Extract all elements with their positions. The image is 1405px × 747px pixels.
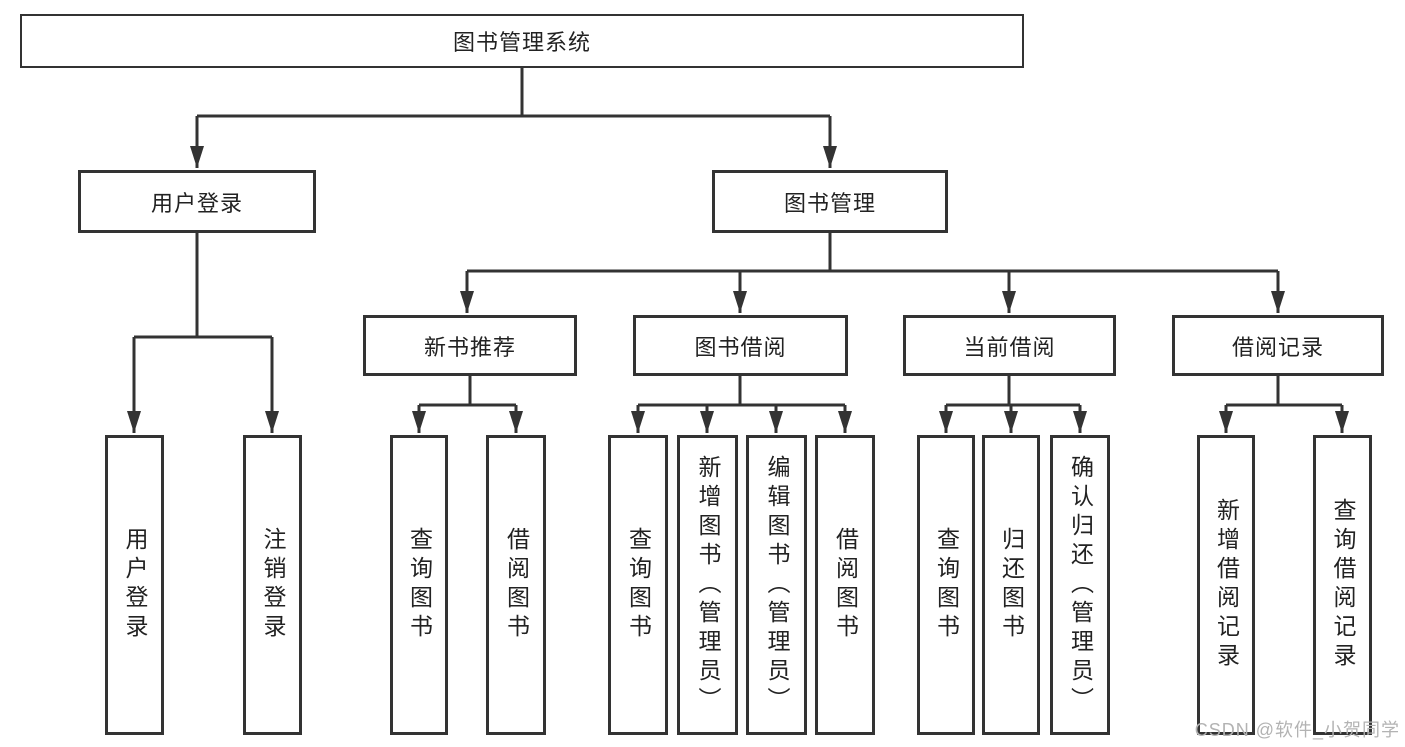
leaf-query-borrow-record: 查询借阅记录 <box>1313 435 1372 735</box>
node-book-borrowing: 图书借阅 <box>633 315 848 376</box>
node-borrowing-records-label: 借阅记录 <box>1231 334 1324 360</box>
connector-arrow-drops <box>127 116 1349 433</box>
node-new-book-recommend-label: 新书推荐 <box>423 334 516 360</box>
leaf-add-borrow-record-label: 新增借阅记录 <box>1213 498 1240 672</box>
leaf-user-login: 用户登录 <box>105 435 164 735</box>
leaf-return-books: 归还图书 <box>982 435 1040 735</box>
leaf-query-books-borrow: 查询图书 <box>608 435 668 735</box>
leaf-edit-books-admin-label: 编辑图书（管理员） <box>764 454 790 716</box>
leaf-borrow-books-recommend: 借阅图书 <box>486 435 546 735</box>
node-book-management-label: 图书管理 <box>783 190 876 216</box>
leaf-logout-label: 注销登录 <box>260 527 286 643</box>
node-user-login-label: 用户登录 <box>150 190 243 216</box>
node-book-management: 图书管理 <box>712 170 948 233</box>
leaf-add-borrow-record: 新增借阅记录 <box>1197 435 1255 735</box>
node-library-system: 图书管理系统 <box>20 14 1024 68</box>
node-borrowing-records: 借阅记录 <box>1172 315 1384 376</box>
leaf-query-books-borrow-label: 查询图书 <box>625 527 652 643</box>
leaf-add-books-admin-label: 新增图书（管理员） <box>695 454 721 716</box>
leaf-borrow-books-recommend-label: 借阅图书 <box>503 527 530 643</box>
leaf-query-books-recommend: 查询图书 <box>390 435 448 735</box>
leaf-confirm-return-admin: 确认归还（管理员） <box>1050 435 1110 735</box>
leaf-query-books-recommend-label: 查询图书 <box>406 527 433 643</box>
leaf-edit-books-admin: 编辑图书（管理员） <box>746 435 807 735</box>
leaf-query-borrow-record-label: 查询借阅记录 <box>1330 498 1356 672</box>
leaf-query-books-current-label: 查询图书 <box>933 527 960 643</box>
node-book-borrowing-label: 图书借阅 <box>694 334 787 360</box>
csdn-watermark: CSDN @软件_小贺同学 <box>1194 720 1400 740</box>
node-user-login: 用户登录 <box>78 170 316 233</box>
node-current-borrowing: 当前借阅 <box>903 315 1116 376</box>
node-library-system-label: 图书管理系统 <box>452 30 591 55</box>
leaf-add-books-admin: 新增图书（管理员） <box>677 435 738 735</box>
leaf-borrow-books-label: 借阅图书 <box>832 527 859 643</box>
leaf-return-books-label: 归还图书 <box>998 527 1025 643</box>
node-new-book-recommend: 新书推荐 <box>363 315 577 376</box>
leaf-logout: 注销登录 <box>243 435 302 735</box>
leaf-user-login-label: 用户登录 <box>122 527 148 643</box>
node-current-borrowing-label: 当前借阅 <box>963 334 1056 360</box>
leaf-borrow-books: 借阅图书 <box>815 435 875 735</box>
leaf-query-books-current: 查询图书 <box>917 435 975 735</box>
leaf-confirm-return-admin-label: 确认归还（管理员） <box>1067 454 1094 716</box>
connector-trunk-lines <box>134 68 1342 407</box>
